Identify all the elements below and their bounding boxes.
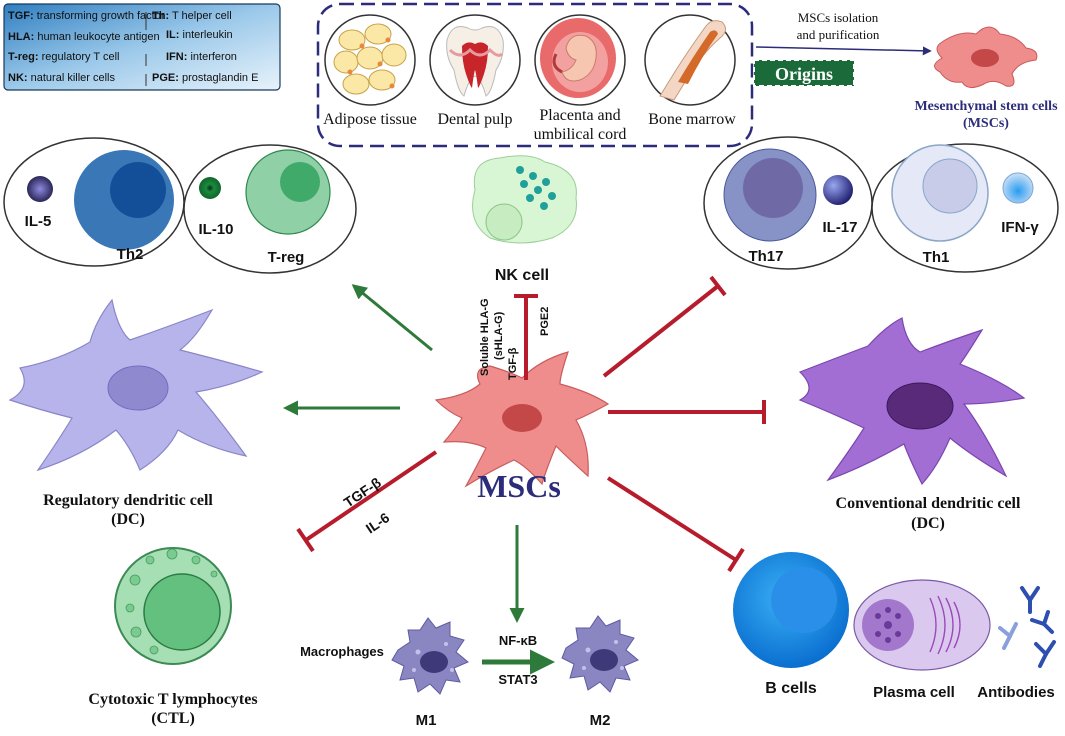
inhibit-conventional-dc <box>608 400 766 424</box>
origins-panel: Adipose tissue Dental pulp Placenta and … <box>316 2 754 148</box>
th1-label: Th1 <box>923 249 950 266</box>
origin-dental-pulp: Dental pulp <box>437 111 512 128</box>
b-cells-label: B cells <box>765 680 817 697</box>
th17-label: Th17 <box>748 248 783 265</box>
nk-pge2-label-group: PGE2 <box>539 307 551 336</box>
th2-group <box>3 137 185 267</box>
origin-adipose-tissue: Adipose tissue <box>323 111 417 128</box>
m2-label: M2 <box>590 712 611 729</box>
il5-label: IL-5 <box>25 213 52 230</box>
antibodies-label: Antibodies <box>977 684 1055 701</box>
plasma-cell-icon <box>853 579 991 671</box>
conventional-dc-label-1: Conventional dendritic cell <box>836 495 1021 512</box>
isolation-arrow <box>755 46 932 56</box>
placenta-umbilical-cord-icon <box>534 14 626 106</box>
dental-pulp-icon <box>429 14 521 106</box>
nf-kb-label: NF-κB <box>499 633 537 648</box>
msc-top-label-2: (MSCs) <box>963 116 1009 131</box>
legend-entry-hla: HLA: human leukocyte antigen <box>8 31 160 43</box>
treg-label: T-reg <box>268 249 305 266</box>
nk-signal-labels: Soluble HLA-G (sHLA-G) <box>479 298 505 376</box>
legend-entry-ifn: IFN: interferon <box>166 51 237 63</box>
msc-top-label-1: Mesenchymal stem cells <box>914 99 1058 114</box>
origins-badge: Origins <box>753 59 855 87</box>
adipose-tissue-icon <box>324 14 416 106</box>
plasma-cell-label: Plasma cell <box>873 684 955 701</box>
regulatory-dendritic-cell-icon <box>8 298 264 472</box>
legend-entry-th: Th: T helper cell <box>152 10 232 22</box>
th2-label: Th2 <box>117 246 144 263</box>
central-msc-label: MSCs <box>477 468 561 504</box>
antibodies-icon <box>998 586 1056 668</box>
shla-g-label: (sHLA-G) <box>493 311 505 360</box>
nk-cell-label: NK cell <box>495 267 549 284</box>
nk-cell-icon <box>472 155 577 244</box>
inhibit-th17 <box>602 275 727 378</box>
regulatory-dc-label-1: Regulatory dendritic cell <box>43 492 213 509</box>
ctl-il6-label: IL-6 <box>363 509 393 536</box>
isolation-label-1: MSCs isolation <box>798 10 879 25</box>
conventional-dc-label-2: (DC) <box>911 515 945 532</box>
nk-tgf-label-group: TGF-β <box>507 347 519 380</box>
il17-label: IL-17 <box>822 219 857 236</box>
legend-entry-treg: T-reg: regulatory T cell <box>8 51 119 63</box>
nk-tgf-beta-label: TGF-β <box>507 347 519 380</box>
il10-cytokine-icon <box>199 177 221 199</box>
stat3-label: STAT3 <box>498 672 537 687</box>
il10-label: IL-10 <box>198 221 233 238</box>
inhibit-ctl <box>296 450 438 553</box>
inhibit-nk <box>514 294 538 380</box>
pge2-label: PGE2 <box>539 307 551 336</box>
m1-macrophage-icon <box>391 617 469 695</box>
treg-group <box>183 144 357 274</box>
svg-text:Origins: Origins <box>775 64 833 84</box>
origin-bone-marrow: Bone marrow <box>648 111 736 128</box>
arrow-to-treg <box>351 284 433 352</box>
ctl-label-1: Cytotoxic T lymphocytes <box>88 691 257 708</box>
soluble-hla-g-label: Soluble HLA-G <box>479 298 491 376</box>
th1-group <box>871 143 1059 273</box>
ctl-label-2: (CTL) <box>151 710 195 727</box>
bone-marrow-icon <box>644 14 736 106</box>
isolation-label-2: and purification <box>797 27 880 42</box>
m2-macrophage-icon <box>561 615 639 693</box>
ifn-gamma-cytokine-icon <box>1002 172 1034 204</box>
legend-entry-pge: PGE: prostaglandin E <box>152 72 258 84</box>
msc-top-cell <box>934 26 1038 88</box>
ifn-gamma-label: IFN-γ <box>1001 219 1039 236</box>
abbreviation-legend: TGF: transforming growth factor HLA: hum… <box>3 3 281 91</box>
legend-entry-tgf: TGF: transforming growth factor <box>8 10 165 22</box>
il17-cytokine-icon <box>823 175 853 205</box>
legend-entry-nk: NK: natural killer cells <box>8 72 115 84</box>
m1-label: M1 <box>416 712 437 729</box>
ctl-il6-label-group: IL-6 <box>363 509 393 536</box>
conventional-dendritic-cell-icon <box>798 317 1026 486</box>
origin-umbilical-cord: umbilical cord <box>534 126 627 143</box>
ctl-cell-icon <box>114 547 232 665</box>
central-msc-cell-icon <box>434 351 610 488</box>
il5-cytokine-icon <box>27 176 53 202</box>
inhibition-lines <box>296 275 766 573</box>
b-cell-icon <box>733 552 849 668</box>
regulatory-dc-label-2: (DC) <box>111 511 145 528</box>
macrophages-label: Macrophages <box>300 644 384 659</box>
th17-group <box>703 136 873 270</box>
inhibit-b-cells <box>606 476 745 573</box>
origin-placenta: Placenta and <box>539 107 620 124</box>
legend-entry-il: IL: interleukin <box>166 29 233 41</box>
